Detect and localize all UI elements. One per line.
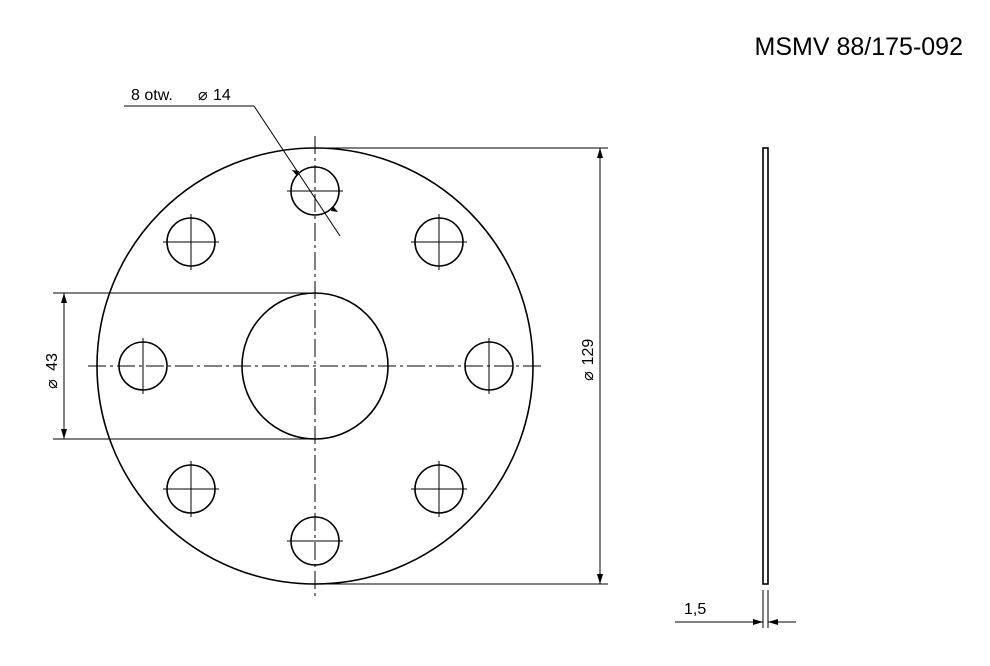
outer-diameter-dimension — [315, 147, 608, 585]
side-view-plate — [762, 147, 769, 585]
outer-diameter-symbol: ⌀ — [580, 371, 597, 381]
thickness-dimension — [675, 590, 796, 628]
inner-diameter-dimension — [53, 292, 315, 440]
inner-diameter-symbol: ⌀ — [44, 379, 61, 389]
bolt-hole-bottom-right — [411, 461, 467, 517]
bolt-hole-right — [464, 338, 514, 394]
bolt-hole-bottom-left — [163, 461, 219, 517]
drawing-title: MSMV 88/175-092 — [755, 33, 963, 61]
hole-diameter-value: 14 — [213, 87, 231, 104]
thickness-value: 1,5 — [684, 601, 706, 618]
hole-diameter-symbol: ⌀ — [198, 87, 208, 104]
hole-leader — [124, 105, 341, 237]
bolt-hole-top — [287, 166, 343, 216]
bolt-hole-bottom — [287, 516, 343, 566]
inner-diameter-value: 43 — [44, 353, 61, 371]
bolt-hole-left — [118, 338, 168, 394]
outer-diameter-value: 129 — [580, 339, 597, 366]
bolt-hole-top-left — [163, 214, 219, 270]
hole-count-label: 8 otw. — [131, 87, 173, 104]
bolt-hole-top-right — [411, 214, 467, 270]
